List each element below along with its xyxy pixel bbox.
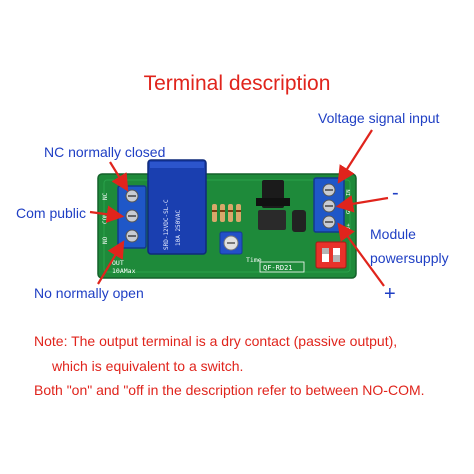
pcb-label-no: NO — [102, 236, 109, 244]
page-title: Terminal description — [143, 72, 331, 95]
relay-text-model: SRD-12VDC-SL-C — [163, 199, 170, 250]
resistors — [212, 204, 241, 222]
pcb-text-10amax: 10AMax — [112, 267, 136, 275]
right-terminal-block — [313, 177, 345, 233]
arrow-plus — [337, 222, 385, 287]
label-no: No normally open — [34, 285, 144, 301]
arrow-voltage-input — [337, 129, 373, 184]
model-label-box — [259, 261, 305, 273]
arrow-minus — [335, 195, 389, 213]
label-voltage-input: Voltage signal input — [318, 110, 440, 126]
note-line-2: which is equivalent to a switch. — [52, 358, 244, 374]
label-com: Com public — [16, 205, 87, 221]
pcb-label-nc: NC — [102, 192, 109, 200]
relay-module-photo: NC COM NO SRD-12VDC-SL-C 10A 250VAC — [89, 129, 389, 287]
label-nc: NC normally closed — [44, 144, 166, 160]
note-line-3: Both "on" and "off in the description re… — [34, 382, 425, 398]
capacitor — [292, 210, 306, 232]
pcb-label-com: COM — [102, 213, 109, 224]
relay-text-rating: 10A 250VAC — [175, 209, 182, 246]
label-module: Module — [370, 226, 416, 242]
potentiometer — [219, 231, 243, 255]
label-plus: + — [384, 283, 396, 305]
pcb-label-vplus: V+ — [346, 223, 352, 230]
pcb-text-model: QF-RD21 — [263, 264, 293, 272]
left-terminal-block — [117, 185, 147, 249]
label-powersupply: powersupply — [370, 250, 449, 266]
note-line-1: Note: The output terminal is a dry conta… — [34, 333, 398, 349]
arrow-no — [97, 240, 125, 285]
pcb-text-time: Time — [246, 256, 262, 264]
dip-switch — [315, 241, 347, 269]
arrow-com — [89, 205, 125, 223]
label-minus: - — [392, 182, 399, 204]
relay — [147, 159, 207, 255]
transistor — [256, 180, 290, 230]
pcb-text-out: OUT — [112, 259, 124, 267]
arrow-nc — [109, 161, 129, 192]
pcb-label-in: IN — [346, 189, 352, 196]
